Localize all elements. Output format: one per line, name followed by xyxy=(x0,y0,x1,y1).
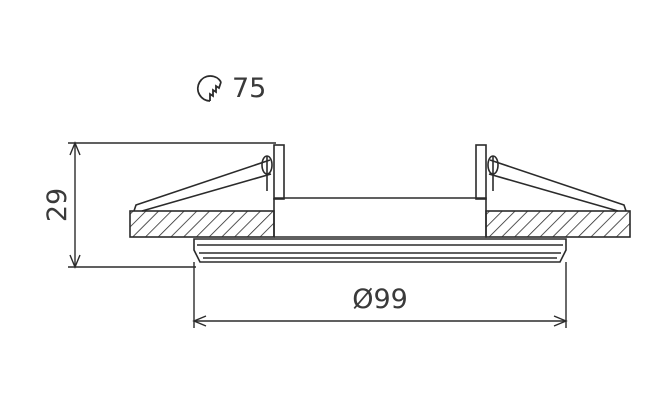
ceiling-panel xyxy=(129,210,631,238)
fixture-body xyxy=(193,197,567,263)
hole-saw-icon xyxy=(196,75,222,102)
spring-clip-left xyxy=(133,144,285,212)
spring-clip-right xyxy=(475,144,627,212)
height-dimension xyxy=(68,141,276,269)
height-label: 29 xyxy=(42,188,73,222)
cutout-label: 75 xyxy=(232,73,266,104)
diameter-dimension xyxy=(192,262,568,328)
diameter-label: Ø99 xyxy=(352,284,408,315)
